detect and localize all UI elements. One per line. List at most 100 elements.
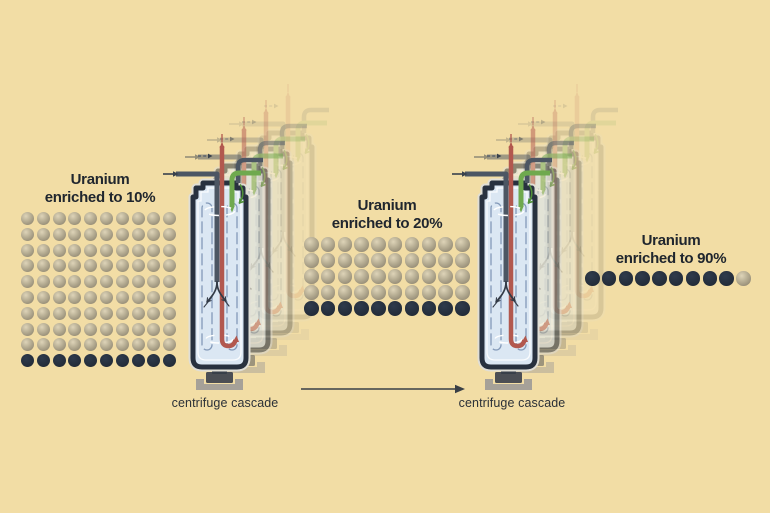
enriched-uranium-dot [354, 301, 369, 316]
centrifuge-cascade-label-right: centrifuge cascade [458, 396, 566, 410]
natural-uranium-dot [84, 338, 98, 352]
natural-uranium-dot [320, 253, 336, 268]
natural-uranium-dot [147, 290, 161, 304]
natural-uranium-dot [36, 306, 50, 320]
natural-uranium-dot [21, 227, 34, 241]
natural-uranium-dot [68, 322, 82, 336]
natural-uranium-dot [84, 243, 98, 257]
title-line1: Uranium [357, 197, 417, 214]
dot-row [21, 290, 177, 304]
natural-uranium-dot [387, 285, 403, 300]
natural-uranium-dot [52, 227, 66, 241]
natural-uranium-dot [163, 306, 177, 320]
dot-row [21, 243, 177, 257]
natural-uranium-dot [84, 322, 98, 336]
natural-uranium-dot [147, 243, 161, 257]
natural-uranium-dot [36, 322, 50, 336]
natural-uranium-dot [84, 290, 98, 304]
natural-uranium-dot [52, 275, 66, 289]
dot-row [21, 322, 177, 336]
title-line1: Uranium [641, 232, 701, 249]
enriched-uranium-dot [421, 301, 437, 316]
enriched-uranium-dot [455, 301, 470, 316]
natural-uranium-dot [736, 271, 751, 286]
natural-uranium-dot [131, 243, 145, 257]
natural-uranium-dot [84, 306, 98, 320]
natural-uranium-dot [387, 269, 403, 284]
enriched-uranium-dot [84, 354, 98, 368]
enriched-uranium-dot [99, 354, 113, 368]
natural-uranium-dot [404, 253, 420, 268]
enriched-uranium-dot [68, 354, 82, 368]
natural-uranium-dot [115, 275, 129, 289]
natural-uranium-dot [131, 306, 145, 320]
natural-uranium-dot [438, 285, 453, 300]
natural-uranium-dot [371, 285, 386, 300]
natural-uranium-dot [131, 227, 145, 241]
natural-uranium-dot [438, 237, 453, 252]
natural-uranium-dot [131, 338, 145, 352]
title-line2: enriched to 10% [44, 188, 156, 206]
natural-uranium-dot [337, 269, 353, 284]
dot-row [304, 253, 470, 268]
natural-uranium-dot [115, 290, 129, 304]
natural-uranium-dot [21, 338, 34, 352]
natural-uranium-dot [21, 322, 34, 336]
dot-row [585, 271, 751, 286]
natural-uranium-dot [163, 275, 177, 289]
natural-uranium-dot [68, 259, 82, 273]
natural-uranium-dot [304, 285, 319, 300]
dot-row [21, 338, 177, 352]
natural-uranium-dot [147, 227, 161, 241]
natural-uranium-dot [404, 285, 420, 300]
natural-uranium-dot [21, 259, 34, 273]
enriched-uranium-dot [304, 301, 319, 316]
dot-row [304, 269, 470, 284]
enriched-uranium-dot [387, 301, 403, 316]
centrifuge-cascade-label-left: centrifuge cascade [171, 396, 279, 410]
natural-uranium-dot [163, 243, 177, 257]
natural-uranium-dot [371, 269, 386, 284]
enriched-uranium-dot [147, 354, 161, 368]
natural-uranium-dot [163, 322, 177, 336]
natural-uranium-dot [115, 322, 129, 336]
natural-uranium-dot [163, 212, 177, 225]
natural-uranium-dot [421, 237, 437, 252]
enriched-uranium-dot [702, 271, 718, 286]
natural-uranium-dot [99, 306, 113, 320]
natural-uranium-dot [147, 275, 161, 289]
natural-uranium-dot [52, 212, 66, 225]
natural-uranium-dot [421, 269, 437, 284]
natural-uranium-dot [337, 237, 353, 252]
natural-uranium-dot [21, 212, 34, 225]
natural-uranium-dot [320, 237, 336, 252]
enriched-uranium-dot [404, 301, 420, 316]
natural-uranium-dot [99, 212, 113, 225]
enrichment-title-10: Uranium enriched to 10% [15, 171, 185, 206]
enriched-uranium-dot [719, 271, 734, 286]
natural-uranium-dot [421, 285, 437, 300]
enriched-uranium-dot [131, 354, 145, 368]
title-line1: Uranium [70, 171, 130, 188]
natural-uranium-dot [52, 243, 66, 257]
natural-uranium-dot [387, 253, 403, 268]
natural-uranium-dot [163, 227, 177, 241]
natural-uranium-dot [115, 259, 129, 273]
natural-uranium-dot [36, 338, 50, 352]
natural-uranium-dot [163, 259, 177, 273]
natural-uranium-dot [99, 275, 113, 289]
natural-uranium-dot [455, 269, 470, 284]
natural-uranium-dot [52, 338, 66, 352]
natural-uranium-dot [84, 275, 98, 289]
natural-uranium-dot [36, 259, 50, 273]
natural-uranium-dot [52, 306, 66, 320]
natural-uranium-dot [147, 259, 161, 273]
dot-row [304, 237, 470, 252]
natural-uranium-dot [371, 253, 386, 268]
natural-uranium-dot [320, 269, 336, 284]
enriched-uranium-dot [337, 301, 353, 316]
centrifuge-main [163, 134, 263, 390]
natural-uranium-dot [115, 227, 129, 241]
dot-row [21, 212, 177, 225]
